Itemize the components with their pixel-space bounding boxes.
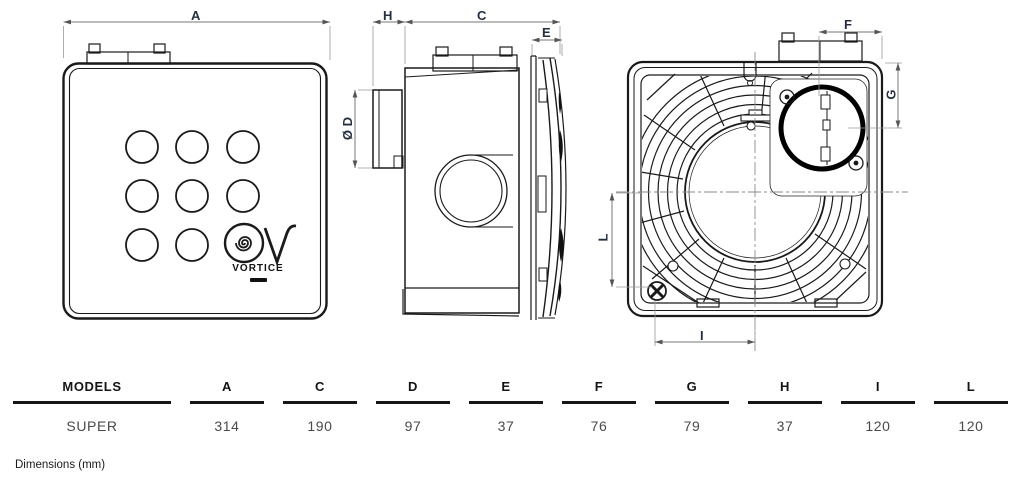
table-column-c: C 190: [283, 379, 357, 434]
table-column-d: D 97: [376, 379, 450, 434]
column-header: I: [841, 379, 915, 404]
table-column-i: I 120: [841, 379, 915, 434]
table-column-f: F 76: [562, 379, 636, 434]
column-header: C: [283, 379, 357, 404]
phillips-screw-icon: [647, 281, 667, 301]
front-grid-holes: [125, 130, 260, 262]
dimensions-table: MODELS SUPER A 314 C 190 D 97 E 37 F 76 …: [13, 379, 1008, 434]
column-value: 120: [958, 418, 984, 434]
column-header: D: [376, 379, 450, 404]
vortice-logo-text: VORTICE: [232, 263, 284, 274]
table-column-g: G 79: [655, 379, 729, 434]
table-column-models: MODELS SUPER: [13, 379, 171, 434]
column-header: A: [190, 379, 264, 404]
column-value: SUPER: [66, 418, 118, 434]
table-column-e: E 37: [469, 379, 543, 434]
panel-gap-shadows: [558, 92, 564, 302]
dim-label-g: G: [883, 89, 899, 100]
logo-sub-mark: [250, 278, 267, 282]
front-view: [62, 43, 328, 320]
column-header: G: [655, 379, 729, 404]
vortice-logo-icon: [223, 222, 297, 267]
dim-label-l: L: [595, 233, 611, 242]
technical-drawing: [62, 19, 908, 352]
column-header: MODELS: [13, 379, 171, 404]
column-value: 79: [683, 418, 701, 434]
dim-label-d: Ø D: [340, 116, 356, 141]
dim-label-i: I: [700, 328, 704, 343]
column-header: H: [748, 379, 822, 404]
dimension-extension-lines: [63, 26, 902, 346]
column-value: 120: [865, 418, 891, 434]
column-value: 76: [590, 418, 608, 434]
centerlines: [616, 52, 908, 352]
column-header: E: [469, 379, 543, 404]
column-value: 314: [214, 418, 240, 434]
screw-icon: [779, 89, 864, 171]
column-header: L: [934, 379, 1008, 404]
column-value: 190: [307, 418, 333, 434]
table-column-h: H 37: [748, 379, 822, 434]
dim-label-a: A: [191, 8, 201, 23]
dim-label-h: H: [383, 8, 393, 23]
dimension-lines: [63, 19, 901, 345]
table-column-a: A 314: [190, 379, 264, 434]
column-value: 37: [497, 418, 515, 434]
column-value: 97: [404, 418, 422, 434]
back-view: [626, 32, 884, 318]
side-view: [372, 46, 567, 320]
table-column-l: L 120: [934, 379, 1008, 434]
column-header: F: [562, 379, 636, 404]
dim-label-e: E: [542, 25, 551, 40]
column-value: 37: [776, 418, 794, 434]
dim-label-c: C: [477, 8, 487, 23]
dim-label-f: F: [844, 17, 852, 32]
dimensions-footnote: Dimensions (mm): [15, 459, 106, 471]
